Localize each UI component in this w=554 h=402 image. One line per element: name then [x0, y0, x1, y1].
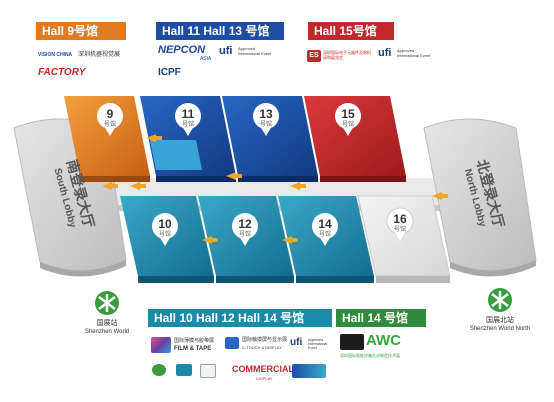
south-lobby-en: South Lobby: [52, 167, 79, 229]
hall-13-number: 13: [259, 107, 273, 121]
touch-display-cn-text: 国际触摸屏与显示展: [242, 337, 288, 343]
film-tape-cn-text: 国际薄膜与胶带展: [174, 338, 215, 344]
hall-16-number: 16: [393, 212, 407, 226]
small-logo-3: [200, 364, 216, 378]
metro-icon-left: [95, 291, 119, 315]
arrow-icon: [282, 236, 298, 244]
hall-11-number: 11: [182, 107, 195, 121]
banner-hall-9: Hall 9号馆: [36, 22, 126, 40]
es-logo: ES: [307, 50, 321, 62]
north-lobby-en: North Lobby: [462, 168, 488, 229]
hall-13-block: [222, 96, 318, 182]
banner-hall-10-12-14: Hall 10 Hall 12 Hall 14 号馆: [148, 309, 332, 327]
hall-10-number: 10: [158, 217, 172, 231]
hall-9-number: 9: [107, 107, 114, 121]
station-left-cn: 国展站: [97, 318, 118, 327]
hall-13-sub: 号馆: [260, 120, 272, 128]
small-logo-1: [152, 364, 166, 376]
hall-14-number: 14: [318, 217, 332, 231]
hall-11-sub: 号馆: [182, 120, 194, 128]
vision-china-logo: VISION CHINA: [38, 52, 73, 58]
connector-arrows: [102, 134, 448, 244]
arrow-icon: [226, 172, 242, 180]
hall-11-block: [140, 96, 236, 182]
touch-display-icon: [225, 337, 239, 349]
central-corridor: [80, 178, 482, 211]
film-tape-text: FILM & TAPE: [174, 346, 212, 352]
north-lobby-cn: 北登录大厅: [474, 158, 508, 230]
factory-logo: FACTORY: [38, 67, 86, 78]
hall-14-block: [278, 196, 374, 283]
commercial-display-logo: COMMERCIAL: [232, 364, 294, 374]
pin-hall-11: [175, 103, 201, 136]
hall-15-sub: 号馆: [342, 120, 354, 128]
pin-hall-9: [97, 103, 123, 136]
ufi-note-3: Approved International Event: [308, 338, 328, 350]
ufi-logo-3: ufi: [290, 337, 303, 348]
north-lobby: [423, 118, 537, 277]
arrow-icon: [432, 192, 448, 200]
ufi-logo-2: ufi: [378, 47, 392, 59]
metro-icon-right: [488, 288, 512, 312]
nepcon-sub-text: ASIA: [200, 56, 212, 62]
small-logo-2: [176, 364, 192, 376]
ufi-note-2: Approved International Event: [397, 48, 431, 58]
arrow-icon: [290, 182, 306, 190]
south-lobby-cn: 南登录大厅: [64, 158, 98, 230]
hall-9-block: [64, 96, 150, 182]
icpf-logo: ICPF: [158, 67, 181, 78]
hall-12-number: 12: [238, 217, 252, 231]
pin-hall-16: [386, 207, 414, 241]
ufi-note-1: Approved International Event: [238, 46, 272, 56]
arrow-icon: [130, 182, 146, 190]
awc-icon: [340, 334, 364, 350]
south-lobby: [13, 118, 127, 277]
arrow-icon: [102, 182, 118, 190]
hall-12-sub: 号馆: [239, 230, 251, 238]
hall-16-block: [357, 195, 451, 283]
small-logo-4: [292, 364, 326, 378]
hall-16-sub: 号馆: [394, 225, 406, 233]
hall-15-block: [304, 96, 406, 182]
es-cn-text: 深圳国际电子元器件及物料采购展览会: [323, 50, 371, 60]
awc-logo: AWC: [366, 332, 401, 349]
hall-12-block: [198, 196, 294, 283]
banner-hall-15: Hall 15号馆: [308, 22, 394, 40]
banner-hall-14: Hall 14 号馆: [336, 309, 426, 327]
station-right-cn: 国展北站: [486, 315, 514, 324]
pin-hall-10: [152, 213, 178, 246]
commercial-display-sub: DISPLAY: [256, 376, 273, 381]
arrow-icon: [202, 236, 218, 244]
hall-9-sub: 号馆: [104, 120, 116, 128]
pin-hall-14: [312, 213, 338, 246]
station-right-en: Shenzhen World North: [470, 326, 531, 332]
hall-15-number: 15: [341, 107, 355, 121]
banner-hall-11-13: Hall 11 Hall 13 号馆: [156, 22, 284, 40]
hall-10-block: [120, 196, 214, 283]
nepcon-logo: NEPCON: [158, 44, 206, 56]
arrow-icon: [146, 134, 162, 142]
arrow-icon: [392, 222, 408, 230]
awc-cn-text: 深圳国际智能终端先进制造技术展: [340, 353, 400, 358]
pin-hall-15: [335, 103, 361, 136]
film-tape-icon: [151, 337, 171, 353]
ufi-logo-1: ufi: [219, 45, 233, 57]
station-left-en: Shenzhen World: [85, 329, 129, 335]
hall-14-sub: 号馆: [319, 230, 331, 238]
hall-10-sub: 号馆: [159, 230, 171, 238]
pin-hall-13: [253, 103, 279, 136]
pin-hall-12: [232, 213, 258, 246]
vision-china-cn-text: 深圳机器视觉展: [78, 52, 121, 58]
touch-display-text: C-TOUCH & DISPLAY: [242, 345, 282, 350]
